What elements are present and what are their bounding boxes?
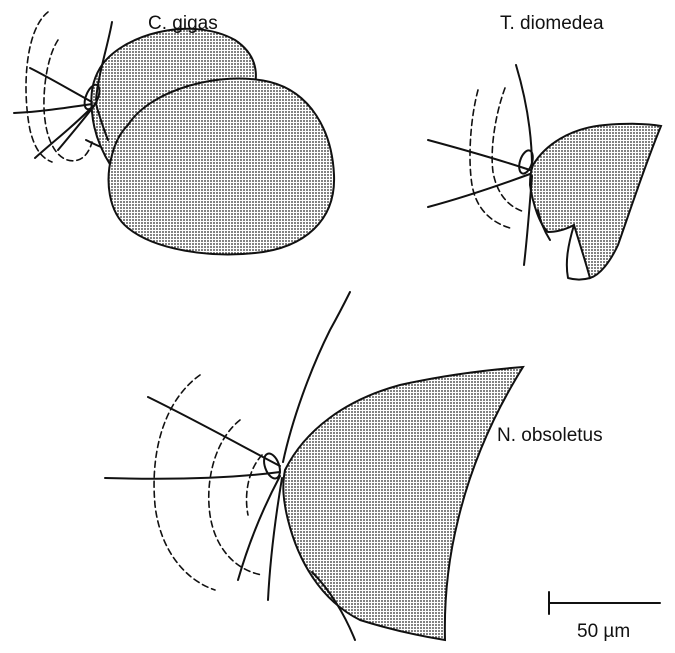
n-obsoletus-socket-ring <box>261 451 283 480</box>
t-diomedea-bristle-4 <box>524 176 532 265</box>
n-obsoletus-shape <box>283 367 523 640</box>
c-gigas-dashed-outer <box>26 12 52 162</box>
scale-bar-label: 50 µm <box>577 621 630 642</box>
t-diomedea-bristle-2 <box>428 174 530 207</box>
n-obsoletus-dashed-outer <box>154 375 215 590</box>
c-gigas-bristle-1 <box>30 68 92 102</box>
panel-t-diomedea: T. diomedea <box>428 13 661 280</box>
t-diomedea-label: T. diomedea <box>500 13 604 34</box>
scale-bar: 50 µm <box>549 592 660 642</box>
n-obsoletus-bristle-2 <box>105 472 280 479</box>
t-diomedea-dashed-inner <box>492 88 525 212</box>
n-obsoletus-bristle-1 <box>148 397 280 466</box>
panel-c-gigas: C. gigas <box>14 12 334 254</box>
n-obsoletus-label: N. obsoletus <box>497 425 603 446</box>
c-gigas-bristle-4 <box>58 106 94 150</box>
t-diomedea-dashed-outer <box>470 90 510 228</box>
panel-n-obsoletus: N. obsoletus <box>105 292 603 640</box>
c-gigas-bristle-2 <box>14 104 92 113</box>
t-diomedea-bristle-1 <box>428 140 530 170</box>
n-obsoletus-dashed-inner <box>247 455 262 515</box>
c-gigas-label: C. gigas <box>148 13 218 34</box>
t-diomedea-shape <box>530 124 661 278</box>
